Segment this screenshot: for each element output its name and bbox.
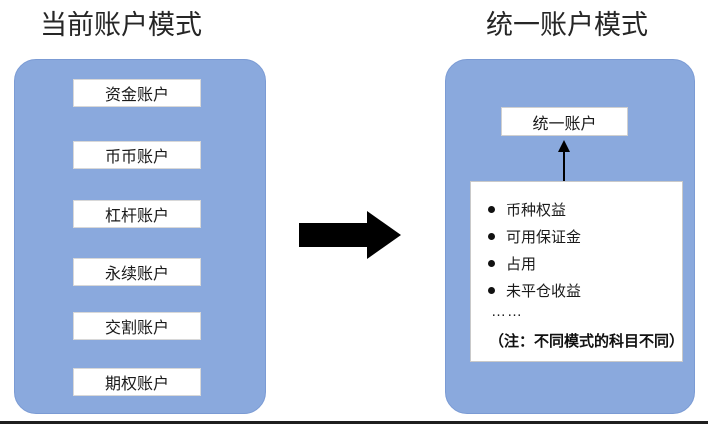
account-box-label: 期权账户 [104,376,169,393]
account-box-funding[interactable]: 资金账户 [73,79,201,107]
unified-account-subjects-box: 币种权益 可用保证金 占用 未平仓收益 …… （注：不同模式的科目不同） [470,181,685,362]
right-block-arrow-icon [299,211,401,259]
account-box-perpetual[interactable]: 永续账户 [73,258,201,286]
up-arrow-icon [552,140,576,184]
list-ellipsis: …… [491,303,523,320]
list-item[interactable]: 可用保证金 [471,223,682,250]
list-item[interactable]: 未平仓收益 [471,277,682,304]
account-box-spot[interactable]: 币币账户 [73,141,201,169]
account-box-options[interactable]: 期权账户 [73,368,201,396]
bullet-dot-icon [488,260,495,267]
right-panel-title: 统一账户模式 [486,10,648,40]
bottom-divider [0,421,708,424]
list-item[interactable]: 币种权益 [471,196,682,223]
list-item-label: 未平仓收益 [506,283,582,300]
list-item-label: 占用 [506,256,537,273]
account-box-label: 杠杆账户 [104,208,169,225]
account-box-label: 交割账户 [104,320,169,337]
bullet-dot-icon [488,287,495,294]
list-item-label: 币种权益 [506,202,567,219]
account-box-margin[interactable]: 杠杆账户 [73,200,201,228]
current-account-mode-panel [14,59,266,414]
list-item-label: 可用保证金 [506,229,582,246]
account-box-futures[interactable]: 交割账户 [73,312,201,340]
subjects-note: （注：不同模式的科目不同） [489,333,685,350]
account-box-label: 币币账户 [104,149,169,166]
unified-account-label: 统一账户 [532,115,597,133]
list-item[interactable]: 占用 [471,250,682,277]
bullet-dot-icon [488,233,495,240]
account-box-label: 永续账户 [104,266,169,283]
unified-account-box[interactable]: 统一账户 [501,107,628,136]
account-box-label: 资金账户 [104,87,169,104]
bullet-dot-icon [488,206,495,213]
left-panel-title: 当前账户模式 [40,10,202,40]
